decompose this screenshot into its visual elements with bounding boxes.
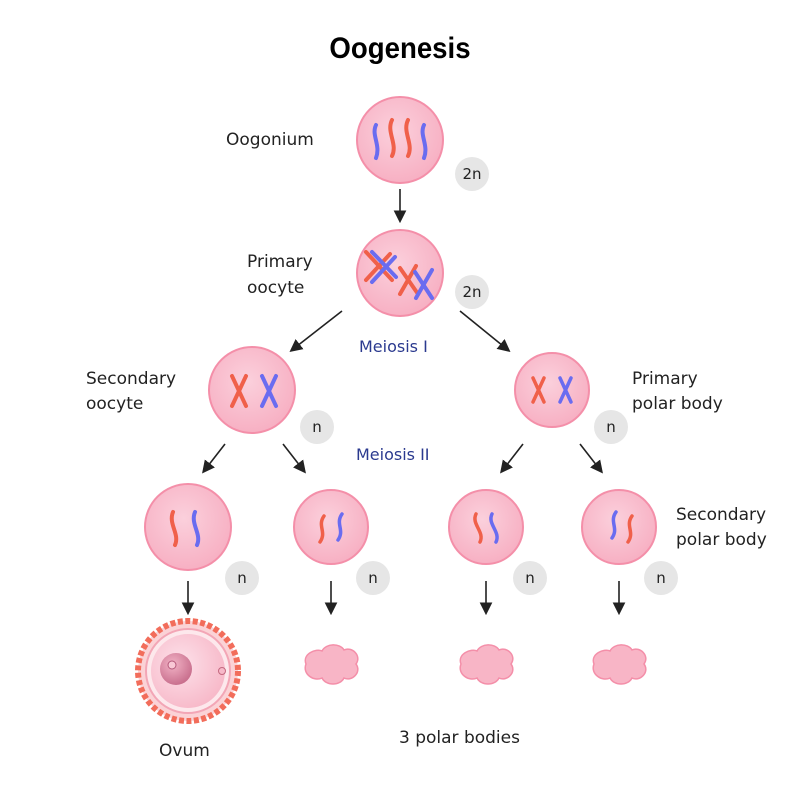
chromosome <box>404 118 412 158</box>
secondary-oocyte-cell <box>208 346 296 434</box>
chromosome <box>473 512 483 544</box>
chromosome <box>414 268 434 300</box>
ootid-cell <box>144 483 232 571</box>
ploidy-badge-ootid: n <box>225 561 259 595</box>
ovum-label: Ovum <box>159 741 210 761</box>
secondary-oocyte-label-line1: Secondary <box>86 369 177 389</box>
ploidy-badge-polar-body-1: n <box>356 561 390 595</box>
polar-body-blob-3 <box>592 644 647 685</box>
chromosome <box>169 510 179 547</box>
chromosome <box>191 510 201 547</box>
chromosome <box>558 376 573 404</box>
ploidy-badge-oogonium: 2n <box>455 157 489 191</box>
chromosome <box>388 118 396 158</box>
polar-body-cell-3 <box>581 489 657 565</box>
arrow <box>579 443 603 474</box>
arrow <box>282 443 306 474</box>
chromosome <box>626 514 634 544</box>
chromosome <box>531 376 546 404</box>
chromosome <box>398 264 418 296</box>
polar-body-small <box>218 667 226 675</box>
polar-body-blob-1 <box>304 644 359 685</box>
arrow <box>500 443 524 474</box>
arrow <box>202 443 226 474</box>
chromosome <box>372 123 380 160</box>
chromosome <box>420 123 428 160</box>
polar-body-cell-2 <box>448 489 524 565</box>
ploidy-badge-polar-body-3: n <box>644 561 678 595</box>
polar-body-cell-1 <box>293 489 369 565</box>
polar-body-blob-2 <box>459 644 514 685</box>
chromosome <box>260 374 278 408</box>
chromosome <box>610 510 618 540</box>
primary-polar-body-label-line1: Primary <box>632 369 698 389</box>
primary-oocyte-label-line1: Primary <box>247 252 313 272</box>
primary-polar-body-label-line2: polar body <box>632 394 723 414</box>
chromosome <box>489 512 499 544</box>
chromosome <box>370 250 398 279</box>
ploidy-badge-primary-oocyte: 2n <box>455 275 489 309</box>
oogonium-label: Oogonium <box>226 130 314 150</box>
ploidy-badge-polar-body-2: n <box>513 561 547 595</box>
primary-oocyte-label-line2: oocyte <box>247 278 305 298</box>
meiosis-2-label: Meiosis II <box>356 445 430 464</box>
chromosome <box>230 374 248 408</box>
oogonium-cell <box>356 96 444 184</box>
primary-polar-body-cell <box>514 352 590 428</box>
ploidy-badge-secondary-oocyte: n <box>300 410 334 444</box>
page-title: Oogenesis <box>329 32 471 65</box>
chromosome <box>364 252 392 282</box>
chromosome <box>370 255 397 284</box>
secondary-polar-body-label-line1: Secondary <box>676 505 767 525</box>
secondary-oocyte-label-line2: oocyte <box>86 394 144 414</box>
ovum-nucleus <box>160 653 192 685</box>
secondary-polar-body-label-line2: polar body <box>676 530 767 550</box>
nucleolus <box>167 660 177 670</box>
arrow <box>289 310 343 352</box>
arrow <box>459 310 511 353</box>
polar-bodies-label: 3 polar bodies <box>399 728 520 748</box>
chromosome <box>336 512 344 542</box>
primary-oocyte-cell <box>356 229 444 317</box>
ovum-cell <box>135 618 241 724</box>
ploidy-badge-primary-polar-body: n <box>594 410 628 444</box>
chromosome <box>318 514 326 544</box>
meiosis-1-label: Meiosis I <box>359 337 428 356</box>
